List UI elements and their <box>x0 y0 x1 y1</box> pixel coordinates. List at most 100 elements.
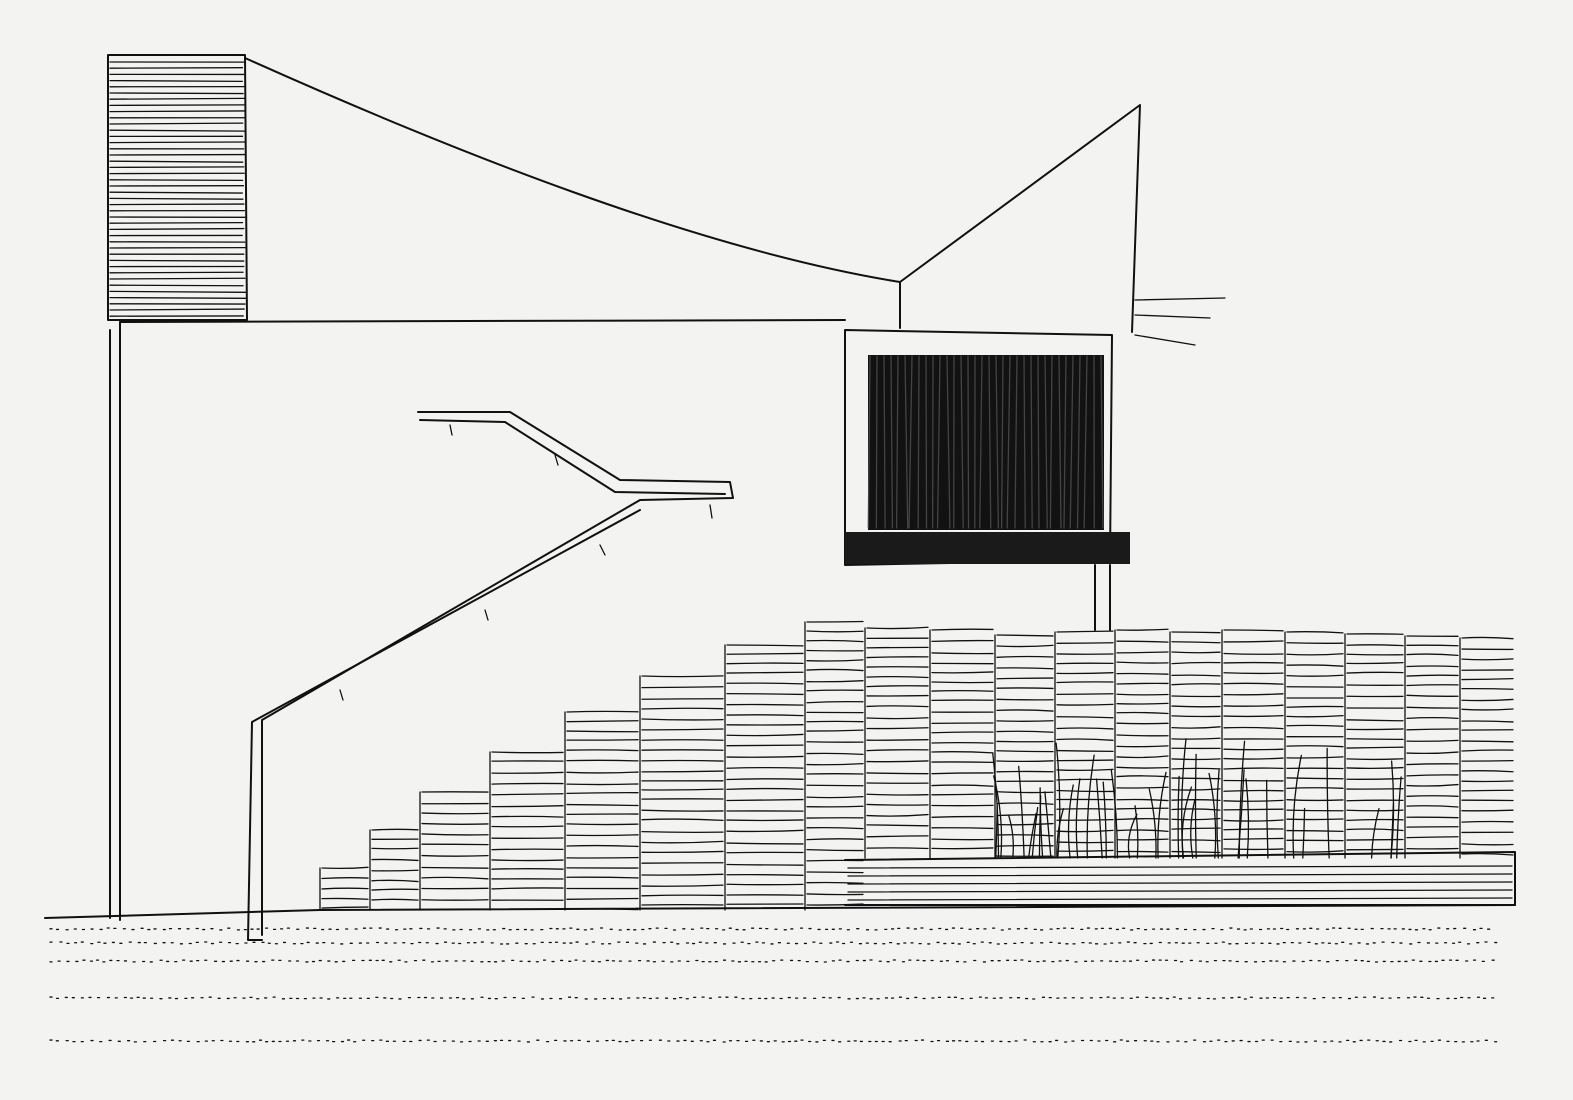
stone-course <box>491 782 564 785</box>
stone-course <box>566 771 639 774</box>
ground-dots <box>49 996 1495 1000</box>
hatch-line <box>946 355 951 529</box>
grass-blade <box>1031 806 1039 859</box>
stone-course <box>566 710 639 713</box>
stone-course <box>1223 704 1284 707</box>
stone-course <box>1116 798 1169 802</box>
stone-course <box>566 720 639 723</box>
hatch-line <box>109 104 245 107</box>
stone-course <box>1171 737 1221 740</box>
grass-blade <box>1027 812 1037 859</box>
stone-course <box>1116 711 1169 715</box>
grass-blade <box>1110 769 1119 859</box>
stone-course <box>1056 829 1114 833</box>
stone-course <box>1286 674 1344 677</box>
stone-course <box>806 639 864 643</box>
grass-blade <box>1086 754 1095 859</box>
stone-course <box>1116 850 1169 853</box>
stone-course <box>931 784 994 787</box>
stone-course <box>1286 809 1344 812</box>
stone-course <box>931 731 994 734</box>
hatch-line <box>1083 355 1088 529</box>
hatch-line <box>1006 355 1011 529</box>
stone-course <box>1116 807 1169 810</box>
stone-course <box>1461 770 1514 773</box>
stone-course <box>1406 783 1459 787</box>
hatch-line <box>904 355 909 529</box>
stone-course <box>1406 653 1459 656</box>
stone-course <box>1346 746 1404 749</box>
stone-course <box>1116 722 1169 725</box>
hatch-line <box>109 92 244 95</box>
stone-course <box>1056 749 1114 753</box>
hatch-line <box>109 271 244 274</box>
stone-course <box>726 671 804 674</box>
stone-course <box>1116 755 1169 759</box>
stone-course <box>1056 672 1114 675</box>
stone-course <box>1116 766 1169 769</box>
hatch-line <box>988 355 992 529</box>
stone-course <box>806 659 864 662</box>
stone-course <box>491 825 564 828</box>
stone-course <box>421 812 489 815</box>
hatch-line <box>109 277 246 280</box>
grass-blade <box>1095 778 1103 859</box>
stone-course <box>806 689 864 692</box>
stone-course <box>321 877 369 880</box>
hatch-line <box>1014 355 1018 529</box>
planter-line <box>847 889 1513 893</box>
stone-course <box>1116 829 1169 832</box>
stone-course <box>806 668 864 672</box>
stone-course <box>726 733 804 737</box>
stone-course <box>321 866 369 870</box>
stone-course <box>641 728 724 731</box>
stone-course <box>1346 728 1404 731</box>
stone-course <box>1223 714 1284 718</box>
stone-course <box>1116 786 1169 789</box>
hatch-line <box>109 141 247 144</box>
stone-course <box>1406 805 1459 808</box>
stone-course <box>726 829 804 833</box>
grass-blade <box>1148 788 1157 859</box>
stone-course <box>996 730 1054 733</box>
stone-course <box>641 675 724 678</box>
stone-course <box>1461 677 1514 681</box>
hatch-line <box>967 355 970 529</box>
hatch-line <box>890 355 894 529</box>
grass-blade <box>1390 803 1395 859</box>
stone-course <box>1346 766 1404 770</box>
grass-blade <box>992 752 1000 859</box>
stone-course <box>996 677 1054 680</box>
stone-course <box>641 770 724 773</box>
stone-course <box>1346 799 1404 802</box>
stone-course <box>866 824 929 827</box>
stone-course <box>1171 641 1221 644</box>
stone-course <box>1056 703 1114 706</box>
stone-course <box>1461 820 1514 823</box>
stone-course <box>421 876 489 880</box>
stone-course <box>996 709 1054 712</box>
hatch-line <box>109 227 245 231</box>
stone-course <box>726 662 804 665</box>
stone-course <box>1406 644 1459 647</box>
grass-blade <box>1237 769 1245 859</box>
stone-course <box>491 805 564 808</box>
stone-course <box>726 682 804 685</box>
stone-course <box>726 798 804 802</box>
hatch-line <box>109 79 243 83</box>
stone-course <box>1346 661 1404 665</box>
stone-course <box>866 760 929 763</box>
stone-course <box>996 802 1054 805</box>
stone-course <box>1171 715 1221 718</box>
stone-course <box>1223 652 1284 655</box>
stone-course <box>421 854 489 857</box>
stone-course <box>931 751 994 754</box>
stone-course <box>641 809 724 812</box>
dotted-ground <box>44 904 1516 1043</box>
stone-course <box>1406 674 1459 677</box>
stone-course <box>491 868 564 870</box>
stone-course <box>1461 636 1514 640</box>
stone-course <box>866 847 929 850</box>
stone-course <box>931 827 994 830</box>
stone-course <box>1406 706 1459 709</box>
